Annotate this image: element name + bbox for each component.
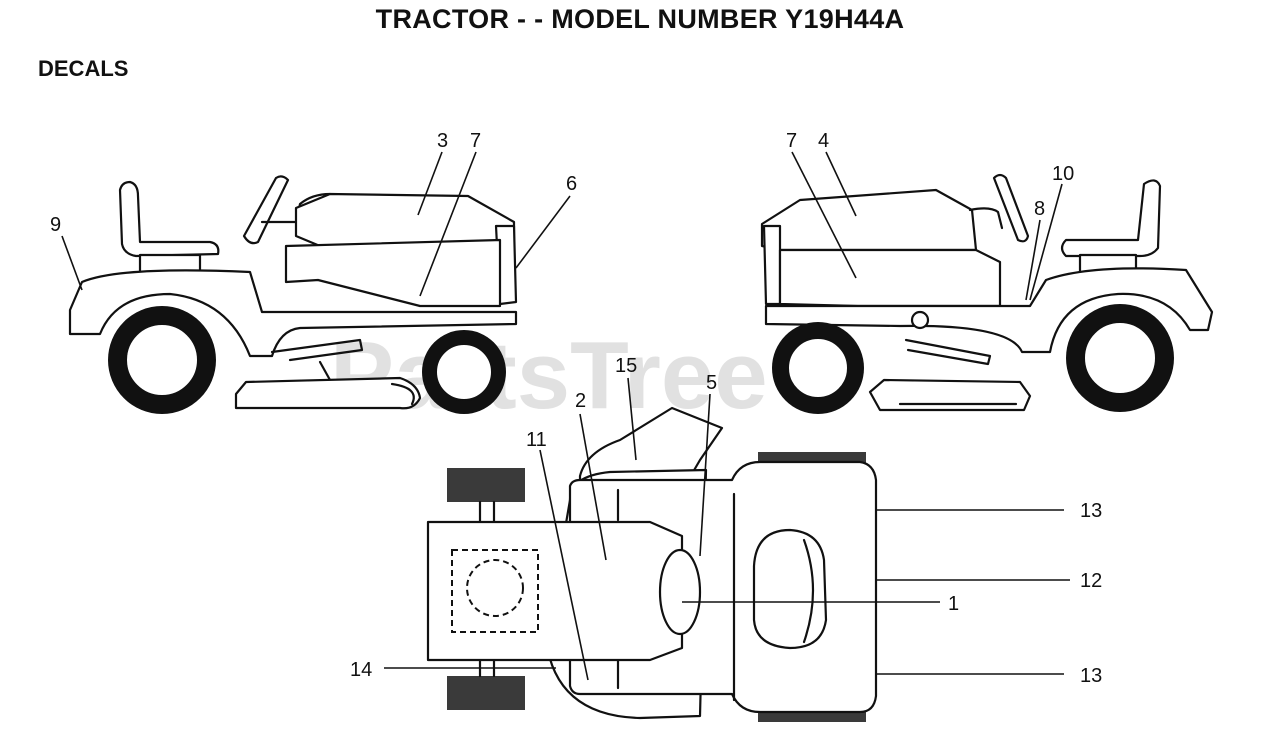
rear-fender: [764, 267, 1214, 354]
section-subtitle: DECALS: [38, 56, 129, 81]
callout-13-bottom: 13: [1080, 665, 1102, 687]
callout-1: 1: [948, 593, 959, 615]
callout-8: 8: [1034, 198, 1045, 220]
page-title: TRACTOR - - MODEL NUMBER Y19H44A: [375, 4, 905, 34]
mower-deck: [234, 376, 422, 410]
seat: [118, 180, 220, 258]
mower-deck: [868, 378, 1032, 412]
callout-7-right: 7: [786, 130, 797, 152]
callout-4: 4: [818, 130, 829, 152]
callout-7-left: 7: [470, 130, 481, 152]
steering-wheel: [992, 173, 1030, 243]
hood: [426, 520, 684, 662]
hood: [294, 192, 516, 248]
front-tire-top: [447, 468, 525, 502]
grille: [762, 224, 782, 306]
callout-3: 3: [437, 130, 448, 152]
callout-14: 14: [350, 659, 372, 681]
seat: [1060, 179, 1162, 258]
watermark: PartsTree: [330, 322, 768, 429]
callout-13-top: 13: [1080, 500, 1102, 522]
callout-11: 11: [526, 429, 547, 451]
callout-6: 6: [566, 173, 577, 195]
callout-15: 15: [615, 355, 637, 377]
callout-5: 5: [706, 372, 717, 394]
seat: [752, 528, 828, 650]
fuel-cap: [910, 310, 930, 330]
engine-body: [778, 248, 1002, 308]
callout-2: 2: [575, 390, 586, 412]
callout-10: 10: [1052, 163, 1074, 185]
discharge-chute: [578, 406, 724, 486]
tractor-left-side-view: [61, 151, 571, 414]
front-tire-bottom: [447, 676, 525, 710]
hood: [760, 188, 978, 252]
callout-9: 9: [50, 214, 61, 236]
callout-12: 12: [1080, 570, 1102, 592]
steering-wheel: [242, 175, 290, 245]
tractor-right-side-view: [760, 151, 1214, 414]
steering-wheel: [658, 548, 702, 636]
tractor-top-view: [384, 377, 1070, 722]
engine-outline: [451, 549, 539, 633]
engine-body: [284, 238, 502, 308]
